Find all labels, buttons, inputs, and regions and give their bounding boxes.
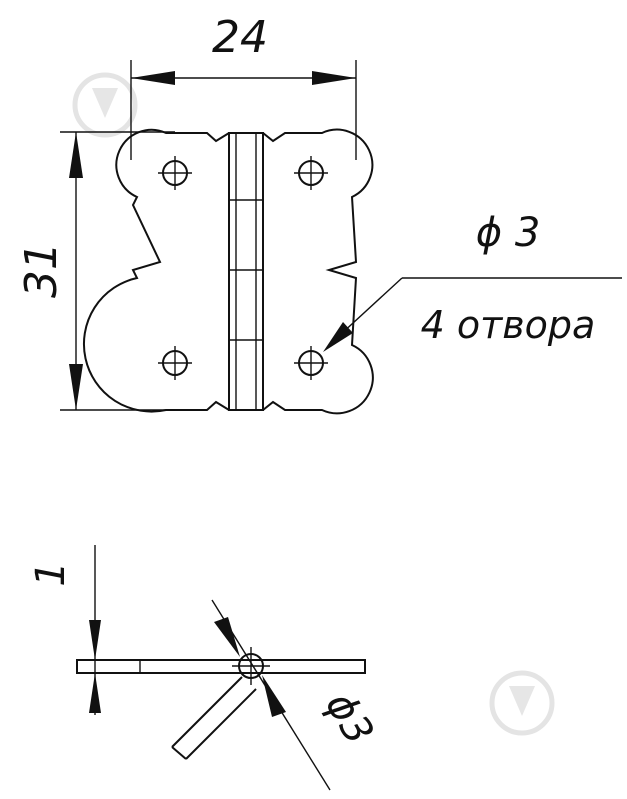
hole-callout: ϕ 3 4 отвора xyxy=(323,210,622,352)
watermark-logo-top xyxy=(72,72,138,138)
open-leaf-dashed xyxy=(171,676,257,760)
hinge-top-view xyxy=(82,128,374,415)
width-dimension: 24 xyxy=(130,12,357,160)
watermark-logo-bottom xyxy=(489,670,555,736)
width-dimension-label: 24 xyxy=(212,12,268,63)
hole-diameter-label: ϕ 3 xyxy=(476,210,541,256)
thickness-dimension: 1 xyxy=(28,545,101,715)
thickness-dimension-label: 1 xyxy=(28,561,74,586)
hole-bottom-left xyxy=(158,346,192,380)
height-dimension: 31 xyxy=(16,131,175,411)
hole-top-right xyxy=(294,156,328,190)
side-hole-diameter-label: ϕ3 xyxy=(316,685,382,753)
hole-count-label: 4 отвора xyxy=(421,303,596,347)
hole-top-left xyxy=(158,156,192,190)
hinge-side-view xyxy=(76,647,366,760)
height-dimension-label: 31 xyxy=(16,242,67,298)
hinge-knuckle xyxy=(228,132,264,411)
hole-bottom-right xyxy=(294,346,328,380)
side-hole-dimension: ϕ3 xyxy=(211,599,382,791)
